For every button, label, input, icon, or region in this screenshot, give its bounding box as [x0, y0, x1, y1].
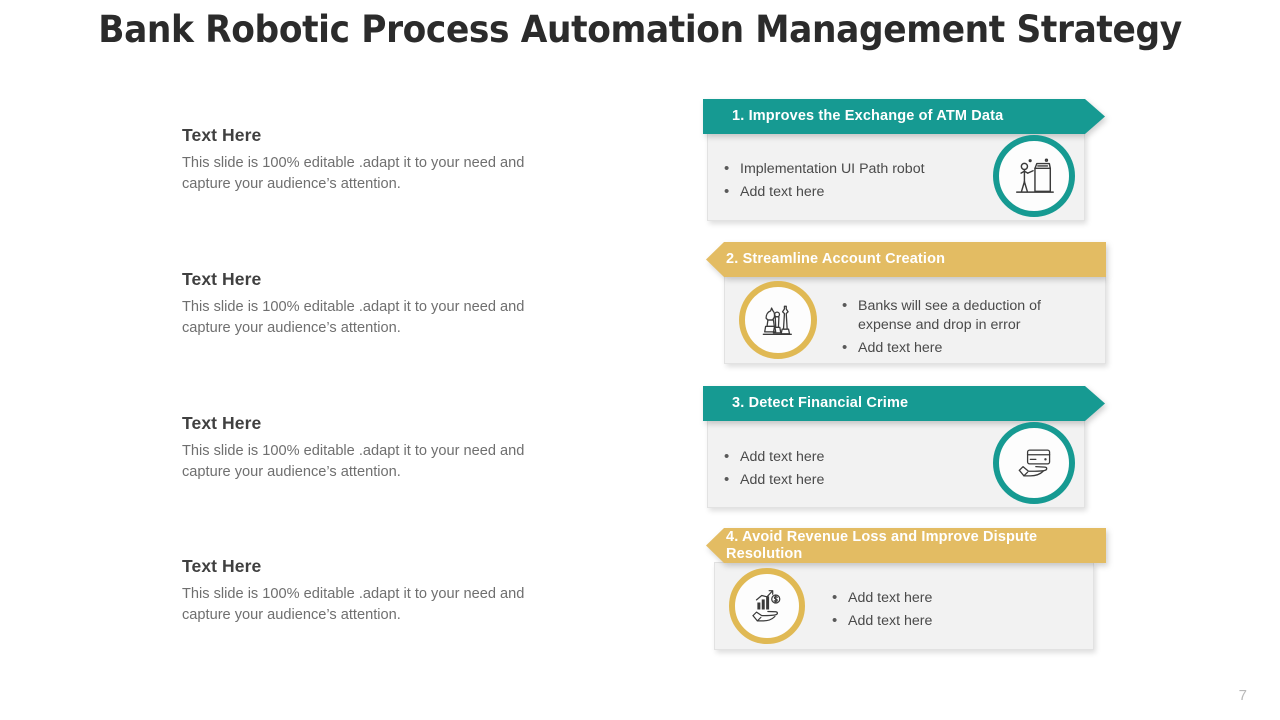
- card-2-banner-shape: [706, 242, 1106, 277]
- text-block-3-heading: Text Here: [182, 413, 262, 433]
- card-4-bullets: Add text here Add text here: [828, 588, 1066, 635]
- text-block-4: Text Here This slide is 100% editable .a…: [182, 556, 572, 625]
- card-2-bullets: Banks will see a deduction of expense an…: [838, 296, 1076, 362]
- list-item: Add text here: [828, 588, 1066, 608]
- card-2-title: 2. Streamline Account Creation: [726, 251, 946, 267]
- card-3-title: 3. Detect Financial Crime: [732, 395, 909, 411]
- card-2-banner[interactable]: 2. Streamline Account Creation: [706, 242, 1106, 277]
- list-item: Implementation UI Path robot: [720, 159, 970, 179]
- hand-growth-chart-icon: [729, 568, 805, 644]
- page-title: Bank Robotic Process Automation Manageme…: [98, 8, 1182, 51]
- list-item: Banks will see a deduction of expense an…: [838, 296, 1076, 335]
- chess-pieces-icon: [739, 281, 817, 359]
- text-block-3: Text Here This slide is 100% editable .a…: [182, 413, 572, 482]
- card-4-banner[interactable]: 4. Avoid Revenue Loss and Improve Disput…: [706, 528, 1106, 563]
- list-item: Add text here: [720, 182, 970, 202]
- hand-credit-card-icon: [993, 422, 1075, 504]
- text-block-1-body: This slide is 100% editable .adapt it to…: [182, 155, 525, 192]
- card-3-bullets: Add text here Add text here: [720, 447, 970, 494]
- text-block-1: Text Here This slide is 100% editable .a…: [182, 125, 572, 194]
- card-3-banner-shape: [703, 386, 1105, 421]
- card-1-banner[interactable]: 1. Improves the Exchange of ATM Data: [703, 99, 1105, 134]
- text-block-4-heading: Text Here: [182, 556, 262, 576]
- list-item: Add text here: [838, 338, 1076, 358]
- card-4-title: 4. Avoid Revenue Loss and Improve Disput…: [726, 528, 1038, 562]
- list-item: Add text here: [720, 447, 970, 467]
- text-block-1-heading: Text Here: [182, 125, 262, 145]
- card-3-banner[interactable]: 3. Detect Financial Crime: [703, 386, 1105, 421]
- card-4-banner-shape: [706, 528, 1106, 563]
- list-item: Add text here: [828, 611, 1066, 631]
- text-block-2: Text Here This slide is 100% editable .a…: [182, 269, 572, 338]
- page-number: 7: [1238, 687, 1247, 704]
- atm-kiosk-icon: [993, 135, 1075, 217]
- card-1-title: 1. Improves the Exchange of ATM Data: [732, 108, 1004, 124]
- text-block-2-body: This slide is 100% editable .adapt it to…: [182, 299, 525, 336]
- text-block-3-body: This slide is 100% editable .adapt it to…: [182, 443, 525, 480]
- card-1-bullets: Implementation UI Path robot Add text he…: [720, 159, 970, 206]
- list-item: Add text here: [720, 470, 970, 490]
- text-block-2-heading: Text Here: [182, 269, 262, 289]
- text-block-4-body: This slide is 100% editable .adapt it to…: [182, 586, 525, 623]
- card-1-banner-shape: [703, 99, 1105, 134]
